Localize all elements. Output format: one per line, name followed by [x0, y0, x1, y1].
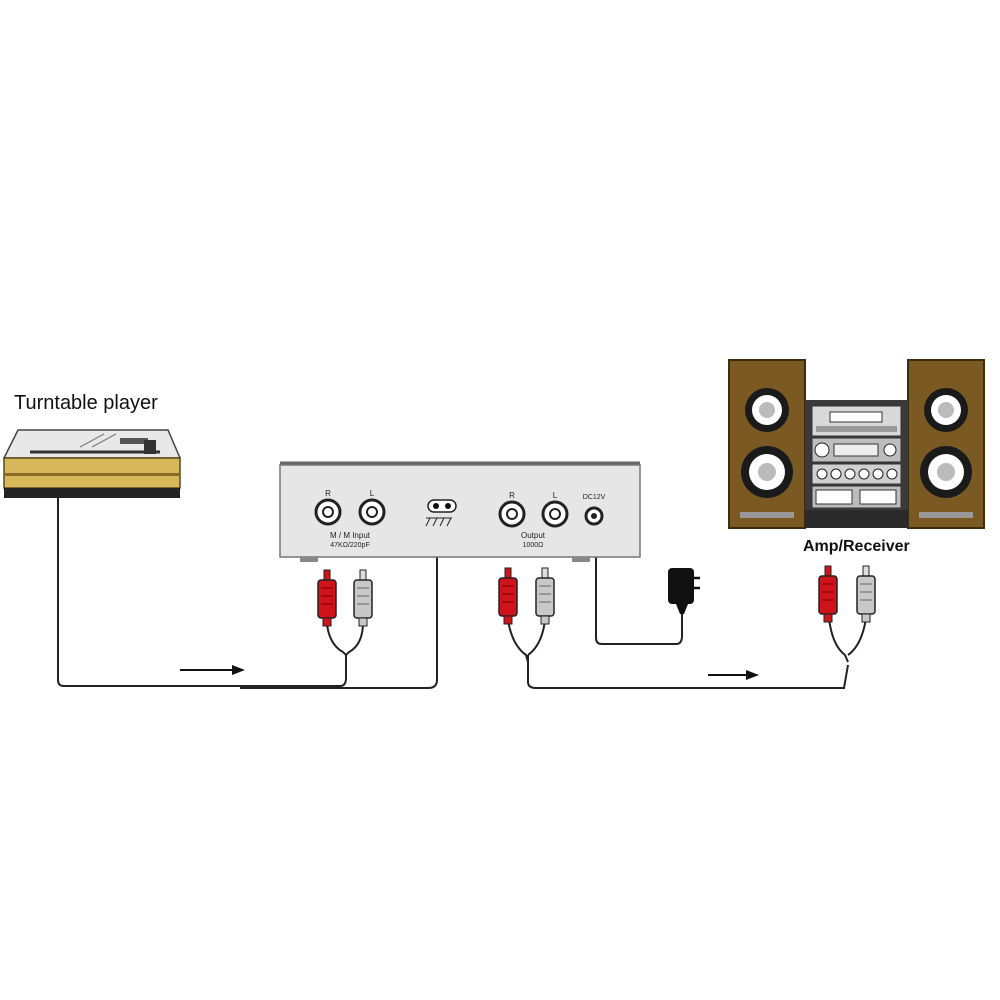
- dc-power-jack: [584, 506, 604, 526]
- rca-plug-output-red: [498, 567, 518, 625]
- input-label-line2: 47KΩ/220pF: [330, 542, 369, 549]
- input-label-line1: M / M Input: [330, 531, 371, 540]
- right-speaker: [907, 359, 985, 529]
- rca-plug-amp-white: [856, 565, 876, 623]
- rca-plug-input-white: [353, 569, 373, 627]
- rca-plug-output-white: [535, 567, 555, 625]
- cables: [57, 498, 867, 689]
- amp-receiver: [728, 359, 985, 529]
- power-adapter-icon: [668, 568, 700, 614]
- dc-label: DC12V: [583, 494, 606, 501]
- output-ch-l-label: L: [553, 491, 558, 500]
- output-label-line2: 1000Ω: [523, 542, 544, 549]
- left-speaker: [728, 359, 806, 529]
- output-ch-r-label: R: [509, 491, 515, 500]
- ground-terminal: [427, 499, 457, 513]
- ground-symbol-icon: [425, 517, 452, 527]
- receiver-unit: [805, 400, 908, 528]
- input-ch-r-label: R: [325, 489, 331, 498]
- input-jack-l: [358, 498, 386, 526]
- output-jack-r: [498, 500, 526, 528]
- amp-receiver-label: Amp/Receiver: [803, 538, 910, 555]
- input-ch-l-label: L: [370, 489, 375, 498]
- phono-preamp: R L M / M Input 47KΩ/220pF R L Output: [279, 461, 641, 562]
- output-jack-l: [541, 500, 569, 528]
- input-jack-r: [314, 498, 342, 526]
- turntable-label: Turntable player: [14, 392, 158, 414]
- output-label-line1: Output: [521, 531, 546, 540]
- rca-plug-amp-red: [818, 565, 838, 623]
- turntable: [2, 429, 182, 498]
- rca-plug-input-red: [317, 569, 337, 627]
- signal-arrows: [180, 665, 759, 680]
